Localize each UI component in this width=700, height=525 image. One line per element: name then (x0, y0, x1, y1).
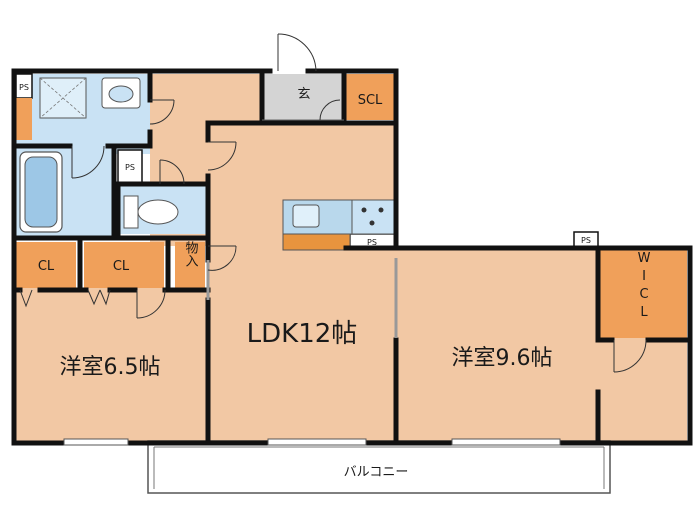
entrance-floor (262, 74, 346, 120)
shoe-closet-label: SCL (358, 93, 383, 108)
western-room-1-floor (16, 288, 208, 441)
door-swing-icon (71, 145, 105, 179)
balcony-label: バルコニー (344, 465, 409, 480)
closet-1-floor (16, 242, 76, 288)
window-icon (63, 438, 561, 446)
ps-label-3: PS (367, 238, 377, 247)
toilet-icon (123, 195, 179, 229)
doors (19, 33, 647, 373)
walls (11, 68, 693, 446)
door-swing-icon (277, 33, 317, 72)
washroom-stripe (16, 98, 32, 140)
fixtures (19, 77, 396, 251)
door-swing-icon (159, 159, 185, 185)
kitchen-base-icon (282, 233, 351, 251)
ps-label-1: PS (19, 83, 29, 92)
shoe-closet-floor (346, 74, 394, 120)
door-swing-icon (136, 289, 166, 319)
ldk-label: LDK12帖 (247, 319, 358, 349)
storage-floor (175, 242, 205, 288)
thin-lines (206, 119, 398, 338)
door-swing-icon (207, 141, 237, 171)
closet-2-label: CL (113, 259, 130, 274)
ldk-floor (208, 124, 395, 441)
labels: 洋室6.5帖 LDK12帖 洋室9.6帖 玄 SCL CL CL 物入 W I … (19, 83, 651, 480)
door-swing-icon (149, 99, 175, 125)
western-room-2-label: 洋室9.6帖 (452, 346, 553, 371)
closet-2-floor (84, 242, 164, 288)
kitchen-sink-icon (292, 204, 320, 228)
storage-label: 物入 (183, 241, 199, 267)
wic-letter-l: L (640, 305, 648, 320)
stove-icon (351, 199, 396, 235)
ps-space-2 (117, 149, 143, 185)
wic-letter-w: W (638, 251, 651, 266)
closet-1-label: CL (38, 259, 55, 274)
ps-label-4: PS (581, 236, 591, 245)
wic-letter-c: C (639, 287, 648, 302)
ps-label-2: PS (125, 163, 135, 172)
entrance-label: 玄 (297, 87, 310, 102)
balcony (147, 440, 611, 494)
balcony-outline (147, 440, 611, 494)
western-room-1-label: 洋室6.5帖 (60, 355, 161, 380)
walk-in-closet-floor (600, 248, 687, 338)
door-swing-icon (207, 245, 237, 271)
door-swing-icon (613, 339, 647, 373)
floor-fills (15, 73, 687, 441)
wic-letter-i: I (642, 269, 646, 284)
